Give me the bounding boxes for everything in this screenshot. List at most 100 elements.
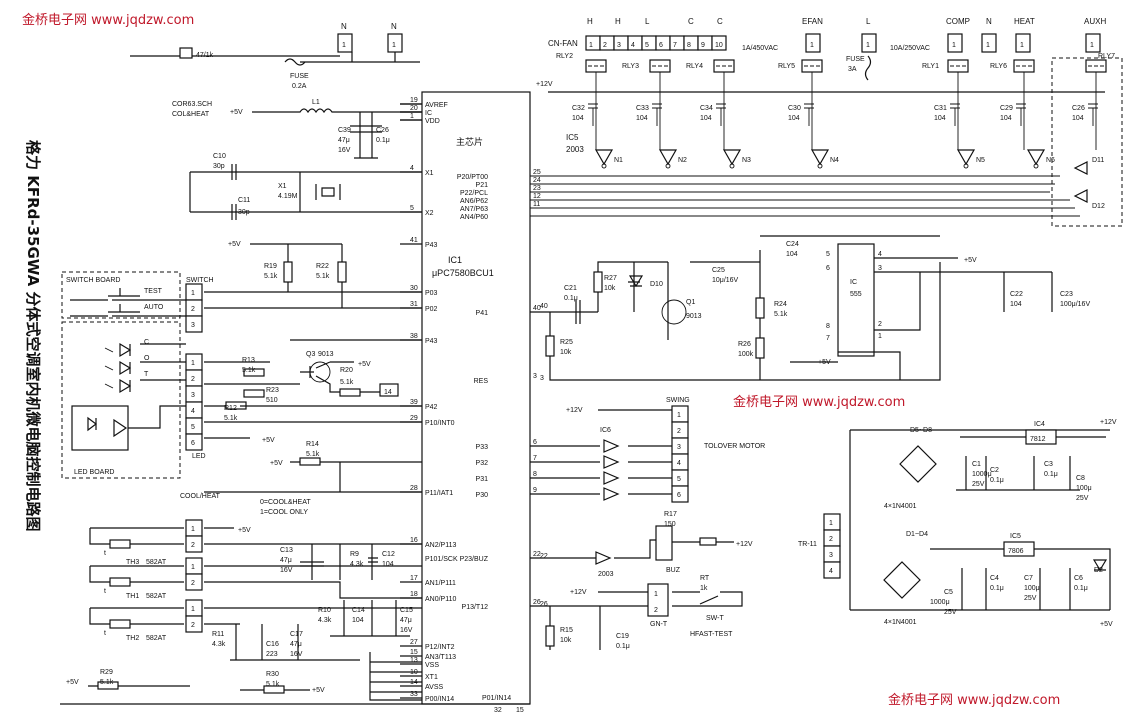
v5-th3-label: +5V	[238, 527, 251, 534]
relay-rly2-label: RLY2	[556, 53, 573, 60]
driver-cap-value: 104	[1072, 115, 1084, 122]
sw-t-switch[interactable]	[699, 595, 719, 605]
driver-label: N5	[976, 157, 985, 164]
auxh-label: AUXH	[1084, 17, 1106, 26]
bridge1-label: 4×1N4001	[884, 503, 917, 510]
ic1-pin-number: 33	[410, 691, 418, 698]
r9-value: 4.3k	[350, 561, 364, 568]
driver-label: N2	[678, 157, 687, 164]
driver-cap-value: 104	[934, 115, 946, 122]
ic1-pin-15: 15	[516, 707, 524, 714]
heat-label: HEAT	[1014, 17, 1035, 26]
c1-voltage: 25V	[972, 481, 985, 488]
ic4-part: 7812	[1030, 436, 1046, 443]
r19-label: R19	[264, 263, 277, 270]
thermistor-wires	[89, 527, 184, 625]
res-pin3: 3	[540, 375, 544, 382]
connector-pin-number: 2	[191, 580, 195, 587]
c11-label: C11	[238, 197, 250, 204]
ic1-pin-name: P32	[476, 460, 489, 467]
connector-pin-number: 4	[191, 408, 195, 415]
cn-fan-pin-number: 3	[617, 42, 621, 49]
driver-cap	[652, 103, 662, 126]
ic1-part: μPC7580BCU1	[432, 268, 494, 278]
ic1-pin-name: P43	[425, 338, 438, 345]
conn-n3-pin: 1	[986, 42, 990, 49]
sw-t-label: SW-T	[706, 615, 724, 622]
driver-inverter-bubble	[601, 163, 607, 169]
r17-value: 150	[664, 521, 676, 528]
ic1-pin-32: 32	[494, 707, 502, 714]
led-array	[104, 342, 132, 394]
r24-label: R24	[774, 301, 787, 308]
ic1-pin-number: 15	[410, 649, 418, 656]
r25-body	[545, 335, 555, 357]
connector-pin-number: 2	[191, 542, 195, 549]
r11-value: 4.3k	[212, 641, 226, 648]
r14-body	[299, 457, 321, 466]
r12-label: R12	[224, 405, 237, 412]
c10-label: C10	[213, 153, 226, 160]
c5-value: 1000μ	[930, 599, 950, 606]
ic1-pin-name: P02	[425, 306, 438, 313]
conn-heat-pin: 1	[1020, 42, 1024, 49]
ir-receiver	[71, 405, 129, 451]
r30-label: R30	[266, 671, 279, 678]
ic555-pin4: 4	[878, 251, 882, 258]
c21-cap	[575, 300, 581, 324]
v5-out: +5V	[1100, 621, 1113, 628]
r15-label: R15	[560, 627, 573, 634]
r19-value: 5.1k	[264, 273, 278, 280]
driver-cap-label: C34	[700, 105, 713, 112]
driver-inverter-bubble	[963, 163, 969, 169]
c7-label: C7	[1024, 575, 1033, 582]
c12-value: 104	[382, 561, 394, 568]
ic1-pin-name: P20/PT00	[457, 174, 488, 181]
test-v5: +12V	[570, 589, 587, 596]
c14-label: C14	[352, 607, 365, 614]
ic1-pin-number: 8	[533, 471, 537, 478]
c19-value: 0.1μ	[616, 643, 630, 650]
c16-value: 223	[266, 651, 278, 658]
r23-body	[243, 389, 265, 398]
r19-r22-wires	[204, 243, 422, 309]
v5-r30-label: +5V	[312, 687, 325, 694]
switch-buttons[interactable]	[70, 288, 188, 317]
colheat-label: COL&HEAT	[172, 111, 210, 118]
relay-row	[585, 59, 1107, 150]
c10-value: 30p	[213, 163, 225, 170]
conn-n1-label: N	[341, 22, 347, 31]
power12-caps	[956, 436, 1106, 491]
cool-option-1: 0=COOL&HEAT	[260, 499, 311, 506]
driver-label: N6	[1046, 157, 1055, 164]
cn-fan-pin-number: 4	[631, 42, 635, 49]
conn-auxh-pin: 1	[1090, 42, 1094, 49]
c25-value: 10μ/16V	[712, 277, 739, 284]
cn-fan-label: CN-FAN	[548, 39, 578, 48]
ic1-pin-name: AN2/P113	[425, 542, 456, 549]
driver-label: N4	[830, 157, 839, 164]
c13-value: 47μ	[280, 557, 292, 564]
ic555-pin5: 5	[826, 251, 830, 258]
ic1-pin-name: P101/SCK P23/BUZ	[425, 556, 489, 563]
pin14-label: 14	[384, 389, 392, 396]
c2-value: 0.1μ	[990, 477, 1004, 484]
c24-label: C24	[786, 241, 799, 248]
c4-label: C4	[990, 575, 999, 582]
ic1-pin-number: 6	[533, 439, 537, 446]
driver-inverter	[1026, 149, 1046, 166]
bridge2-label: 4×1N4001	[884, 619, 917, 626]
driver-inverter-bubble	[817, 163, 823, 169]
ic1-pin-number: 22	[533, 551, 541, 558]
r29-r30-wires	[88, 652, 422, 701]
ic1-pin-number: 7	[533, 455, 537, 462]
q3-part: 9013	[318, 351, 334, 358]
ic1-pin-name: P30	[476, 492, 489, 499]
ic-555-body	[837, 243, 875, 357]
ic1-pin-name: AVSS	[425, 684, 443, 691]
hfast-test-label: HFAST-TEST	[690, 631, 733, 638]
r14-label: R14	[306, 441, 319, 448]
buz-driver-label: 2003	[598, 571, 614, 578]
d1d4-label: D1~D4	[906, 531, 928, 538]
r27-label: R27	[604, 275, 617, 282]
